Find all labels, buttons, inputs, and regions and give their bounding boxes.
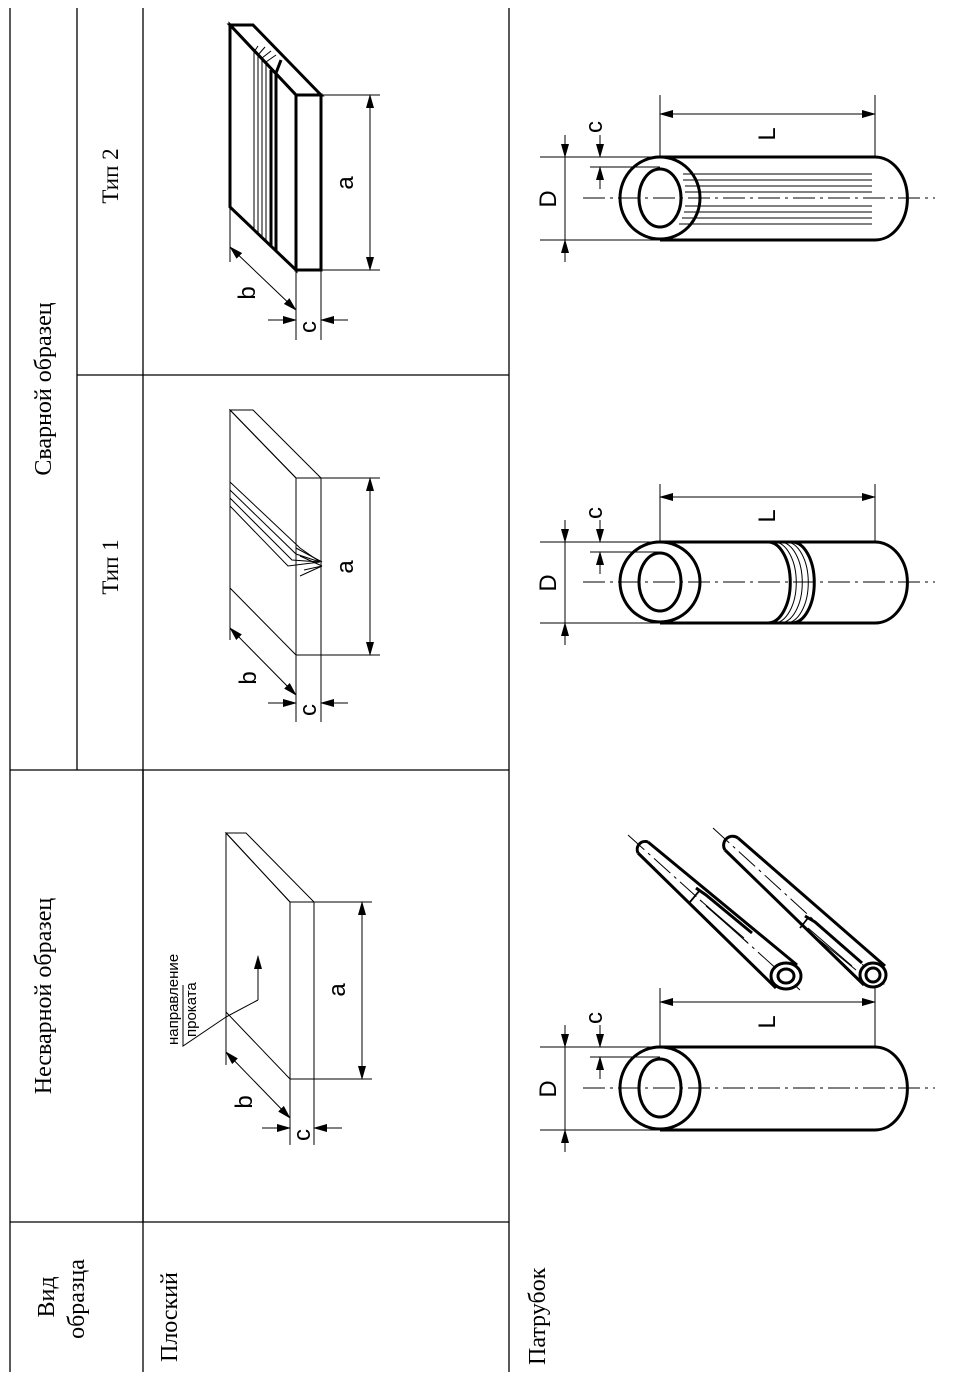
- dim-D-pipe-type1: D: [535, 574, 562, 591]
- flat-type1-drawing: a b c: [228, 408, 380, 722]
- row-label-pipe: Патрубок: [525, 1267, 551, 1365]
- pipe-strip-specimens: [627, 827, 888, 991]
- flat-nonwelded-drawing: направление проката a b c: [165, 831, 372, 1145]
- header-type2: Тип 2: [98, 148, 123, 203]
- flat-type2-drawing: a b c: [226, 21, 380, 340]
- header-welded: Сварной образец: [31, 302, 57, 475]
- dim-b-flat-nonwelded: b: [231, 1095, 258, 1108]
- header-nonwelded: Несварной образец: [31, 898, 57, 1095]
- table-grid: [9, 8, 510, 1372]
- pipe-nonwelded-drawing: L D c: [535, 988, 935, 1152]
- dim-c-pipe-type1: c: [581, 507, 608, 519]
- pipe-type2-drawing: L D c: [535, 95, 935, 262]
- dim-c-pipe-type2: c: [581, 121, 608, 133]
- pipe-type1-drawing: L D c: [535, 484, 935, 645]
- dim-L-pipe-type2: L: [754, 127, 781, 140]
- dim-c-pipe-nonwelded: c: [581, 1012, 608, 1024]
- header-texts: Сварной образец Тип 2 Тип 1 Несварной об…: [31, 148, 551, 1365]
- dim-b-flat-type2: b: [234, 286, 261, 299]
- dim-L-pipe-type1: L: [754, 509, 781, 522]
- dim-a-flat-nonwelded: a: [324, 983, 351, 997]
- header-kind-line2: образца: [64, 1259, 90, 1339]
- dim-c-flat-type1: c: [295, 704, 322, 716]
- header-type1: Тип 1: [98, 539, 123, 594]
- dim-D-pipe-type2: D: [535, 190, 562, 207]
- dim-L-pipe-nonwelded: L: [754, 1015, 781, 1028]
- rolling-direction-line1: направление: [165, 954, 182, 1045]
- dim-a-flat-type2: a: [332, 176, 359, 190]
- header-kind-line1: Вид: [34, 1276, 60, 1317]
- dim-b-flat-type1: b: [235, 671, 262, 684]
- dim-c-flat-nonwelded: c: [289, 1129, 316, 1141]
- rolling-direction-line2: проката: [183, 982, 200, 1037]
- dim-a-flat-type1: a: [332, 560, 359, 574]
- dim-c-flat-type2: c: [295, 321, 322, 333]
- row-label-flat: Плоский: [157, 1272, 183, 1362]
- dim-D-pipe-nonwelded: D: [535, 1080, 562, 1097]
